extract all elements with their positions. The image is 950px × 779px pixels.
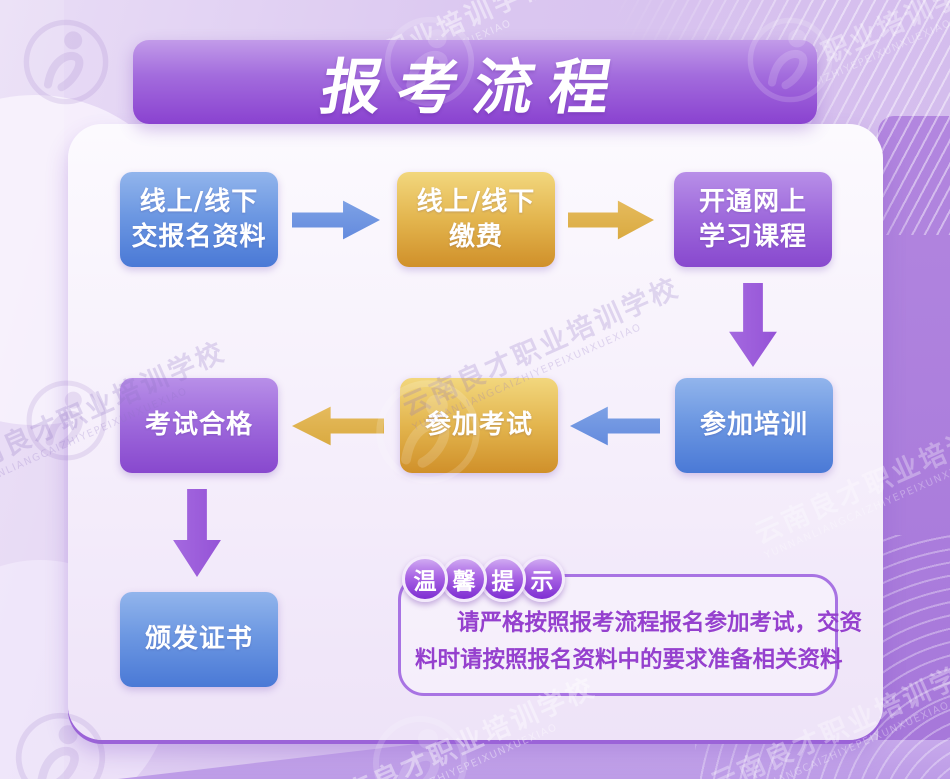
step-pass-exam: 考试合格 <box>120 378 278 473</box>
tips-badge-char: 馨 <box>441 556 487 602</box>
page-title: 报考流程 <box>315 52 633 123</box>
tips-text-line: 请严格按照报考流程报名参加考试，交资 <box>457 610 863 636</box>
tips-badge-char: 温 <box>402 556 448 602</box>
step-open-online-course: 开通网上 学习课程 <box>674 172 832 267</box>
tips-badge-char: 示 <box>519 556 565 602</box>
tips-text: 请严格按照报考流程报名参加考试，交资 料时请按照报名资料中的要求准备相关资料 <box>401 605 863 679</box>
title-banner: 报考流程 <box>133 40 817 124</box>
tips-badge-char: 提 <box>480 556 526 602</box>
tips-badge: 温 馨 提 示 <box>402 556 572 602</box>
step-pay-fee: 线上/线下 缴费 <box>397 172 555 267</box>
step-issue-certificate: 颁发证书 <box>120 592 278 687</box>
step-attend-training: 参加培训 <box>675 378 833 473</box>
tips-text-line: 料时请按照报名资料中的要求准备相关资料 <box>415 647 843 673</box>
step-submit-materials: 线上/线下 交报名资料 <box>120 172 278 267</box>
step-take-exam: 参加考试 <box>400 378 558 473</box>
deco-right-panel <box>878 116 950 779</box>
deco-left-highlight <box>0 0 64 779</box>
